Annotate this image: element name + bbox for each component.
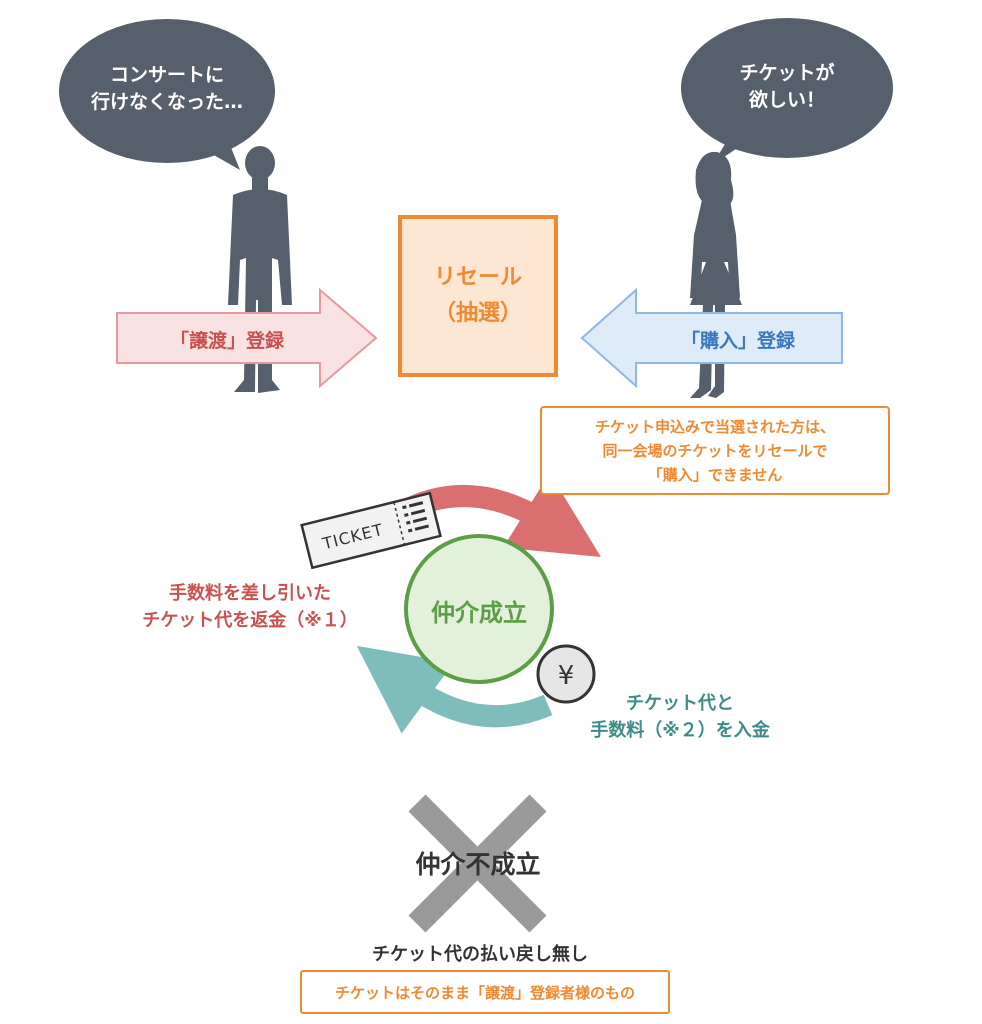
buyer-bubble-line-1: チケットが [739, 62, 835, 84]
notice-line-1: チケット申込みで当選された方は、 [594, 417, 835, 436]
sell-register-arrow [116, 287, 378, 389]
seller-bubble-line-2: 行けなくなった… [90, 91, 243, 113]
buyer-bubble-text: チケットが 欲しい！ [707, 60, 867, 114]
refund-line-1: 手数料を差し引いた [169, 583, 331, 604]
seller-bubble-line-1: コンサートに [109, 64, 224, 86]
resale-box: リセール （抽選） [398, 215, 558, 377]
payment-cycle-arrow [356, 645, 553, 734]
cross-icon [408, 794, 547, 933]
buyer-bubble-line-2: 欲しい！ [748, 89, 825, 111]
resale-title: リセール [433, 265, 522, 290]
payment-line-1: チケット代と [626, 693, 734, 714]
buy-register-arrow [580, 287, 843, 389]
failure-label: 仲介不成立 [415, 850, 541, 879]
notice-line-3: 「購入」できません [647, 465, 783, 484]
yen-coin-icon: ¥ [536, 644, 596, 704]
no-refund-text: チケット代の払い戻し無し [372, 944, 588, 965]
notice-line-2: 同一会場のチケットをリセールで [602, 441, 828, 460]
seller-bubble-text: コンサートに 行けなくなった… [77, 62, 257, 116]
success-circle [404, 534, 554, 684]
refund-line-2: チケット代を返金（※１） [142, 610, 358, 631]
payment-text: チケット代と 手数料（※２）を入金 [560, 690, 800, 744]
buy-register-label: 「購入」登録 [680, 330, 795, 352]
seller-silhouette-icon [228, 146, 292, 393]
payment-line-2: 手数料（※２）を入金 [590, 720, 770, 741]
failure-note-text: チケットはそのまま「譲渡」登録者様のもの [334, 983, 635, 1002]
ticket-icon: TICKET [300, 491, 442, 570]
notice-box: チケット申込みで当選された方は、 同一会場のチケットをリセールで 「購入」できま… [540, 406, 890, 495]
seller-speech-bubble [59, 19, 275, 170]
failure-note-box: チケットはそのまま「譲渡」登録者様のもの [300, 970, 670, 1014]
yen-symbol: ¥ [558, 661, 575, 691]
resale-subtitle: （抽選） [433, 301, 522, 326]
success-label: 仲介成立 [431, 599, 527, 627]
sell-register-label: 「譲渡」登録 [169, 330, 284, 352]
refund-text: 手数料を差し引いた チケット代を返金（※１） [110, 580, 390, 634]
